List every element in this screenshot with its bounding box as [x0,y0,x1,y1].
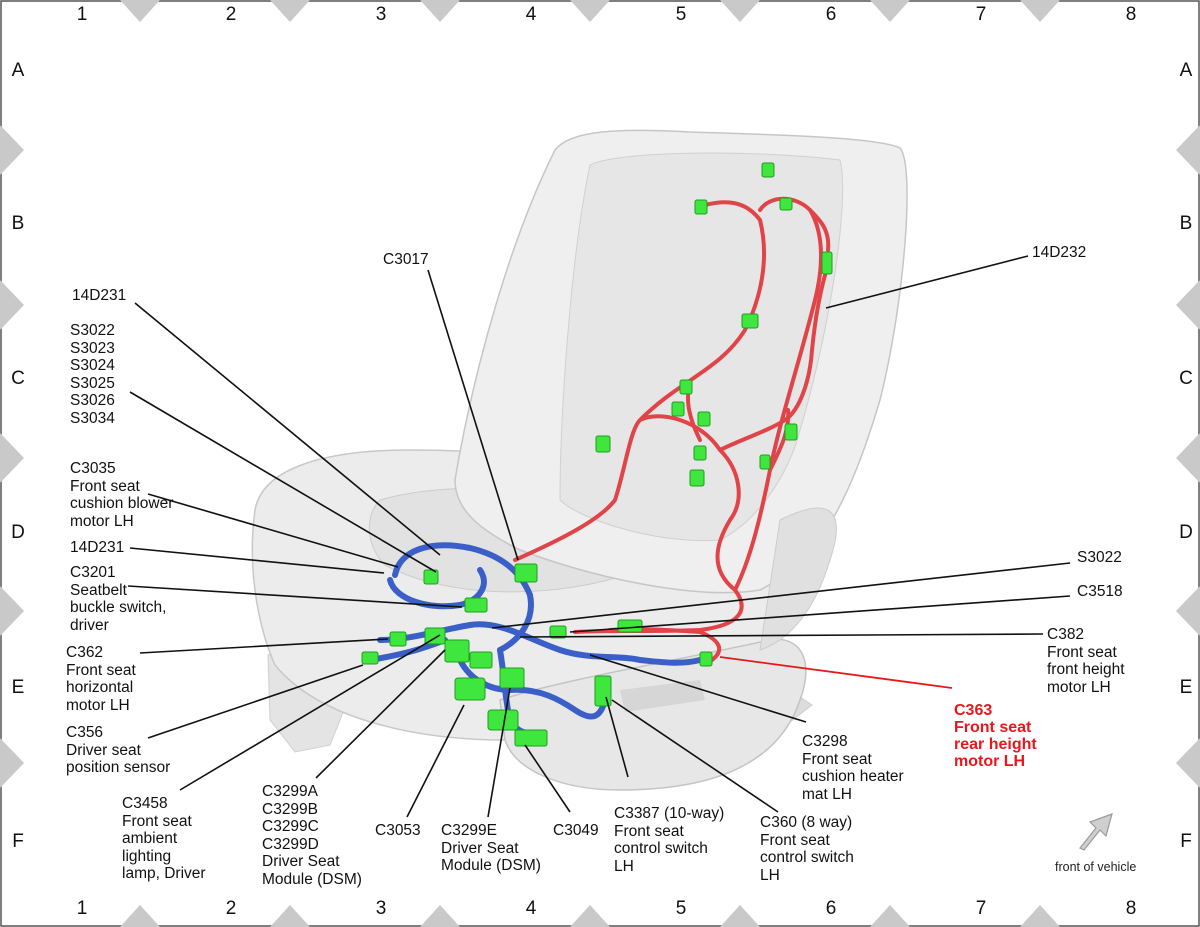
label-c3299: C3299A C3299B C3299C C3299D Driver Seat … [262,783,362,888]
label-splices: S3022 S3023 S3024 S3025 S3026 S3034 [70,322,115,427]
grid-col-top-5: 5 [675,4,687,25]
grid-row-right-f: F [1180,831,1192,852]
seat-illustration [251,129,908,791]
grid-row-right-a: A [1179,60,1193,81]
grid-col-top-6: 6 [825,4,837,25]
front-of-vehicle-label: front of vehicle [1055,860,1137,874]
label-c360: C360 (8 way) Front seat control switch L… [760,814,854,884]
c363-leader [719,656,953,689]
label-14d232: 14D232 [1032,244,1087,261]
label-c382: C382 Front seat front height motor LH [1047,626,1125,696]
grid-col-bottom-4: 4 [525,898,537,919]
label-c356: C356 Driver seat position sensor [66,724,171,776]
grid-col-bottom-7: 7 [975,898,987,919]
connectors [361,162,833,747]
grid-col-top-1: 1 [76,4,88,25]
grid-row-left-f: F [12,831,24,852]
label-c3053: C3053 [375,822,421,839]
label-14d231-top: 14D231 [72,287,127,304]
grid-row-right-d: D [1179,522,1193,543]
label-c3049: C3049 [553,822,599,839]
grid-row-right-b: B [1179,213,1193,234]
label-c362: C362 Front seat horizontal motor LH [66,644,136,714]
grid-col-bottom-2: 2 [225,898,237,919]
grid-row-left-b: B [11,213,25,234]
label-c3201: C3201 Seatbelt buckle switch, driver [70,564,167,634]
grid-col-top-2: 2 [225,4,237,25]
leader-lines [127,255,1071,818]
label-c3035: C3035 Front seat cushion blower motor LH [70,460,174,530]
label-c3017: C3017 [383,251,429,268]
grid-col-top-3: 3 [375,4,387,25]
grid-col-top-4: 4 [525,4,537,25]
grid-col-bottom-1: 1 [76,898,88,919]
grid-col-bottom-6: 6 [825,898,837,919]
label-c363: C363 Front seat rear height motor LH [954,702,1037,770]
label-14d231-mid: 14D231 [70,539,125,556]
front-of-vehicle-arrow-icon [1079,813,1113,851]
grid-col-top-8: 8 [1125,4,1137,25]
grid-row-right-e: E [1179,677,1193,698]
grid-col-bottom-3: 3 [375,898,387,919]
grid-col-top-7: 7 [975,4,987,25]
grid-col-bottom-8: 8 [1125,898,1137,919]
label-c3518: C3518 [1077,583,1123,600]
label-s3022: S3022 [1077,549,1122,566]
grid-row-left-d: D [11,522,25,543]
label-c3458: C3458 Front seat ambient lighting lamp, … [122,795,206,882]
label-c3298: C3298 Front seat cushion heater mat LH [802,733,904,803]
label-c3299e: C3299E Driver Seat Module (DSM) [441,822,541,874]
grid-col-bottom-5: 5 [675,898,687,919]
label-c3387: C3387 (10-way) Front seat control switch… [614,805,725,875]
grid-row-left-a: A [11,60,25,81]
grid-row-left-e: E [11,677,25,698]
grid-row-left-c: C [11,368,25,389]
grid-row-right-c: C [1179,368,1193,389]
